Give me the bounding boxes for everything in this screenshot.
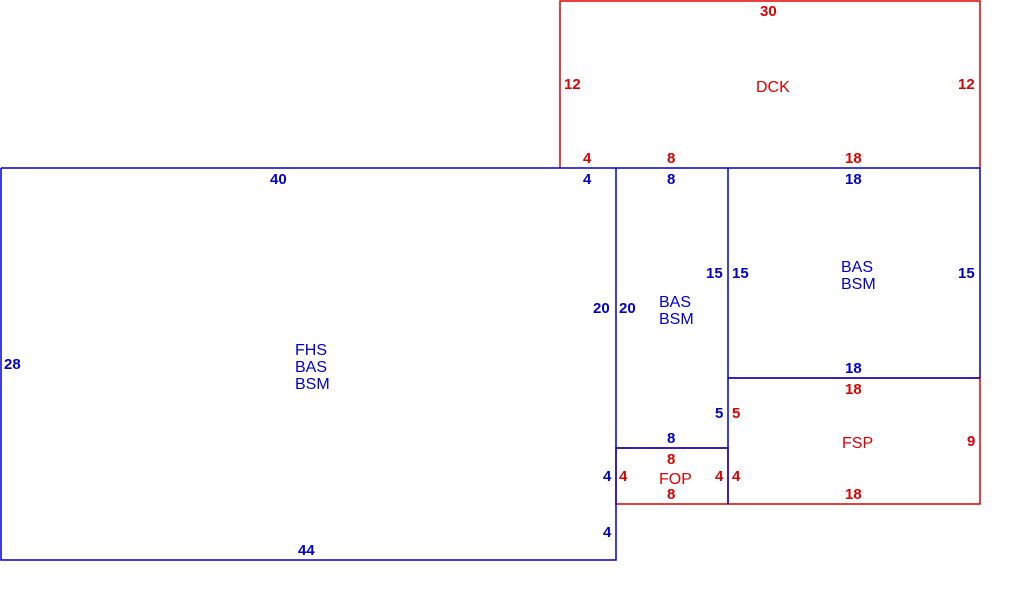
dim-fsp-top: 18 [845, 381, 862, 398]
dim-right-right: 15 [958, 265, 975, 282]
right-area-label-1: BAS [841, 259, 873, 276]
dim-fsp-left-upper: 5 [732, 405, 740, 422]
dim-fop-left: 4 [619, 468, 628, 485]
dim-deck-right: 12 [958, 76, 975, 93]
dim-deck-bottom-b: 8 [667, 150, 675, 167]
dim-main-right-lower: 4 [603, 468, 612, 485]
open-porch-label: FOP [659, 471, 692, 488]
dim-fop-top: 8 [667, 451, 675, 468]
dim-right-top: 18 [845, 171, 862, 188]
dim-mid-right-lower: 5 [715, 405, 723, 422]
dim-deck-left: 12 [564, 76, 581, 93]
dim-fsp-bottom: 18 [845, 486, 862, 503]
dim-main-top: 40 [270, 171, 287, 188]
dim-fsp-right: 9 [967, 433, 975, 450]
mid-area-label-2: BSM [659, 311, 694, 328]
mid-area-label-1: BAS [659, 294, 691, 311]
right-area-label-2: BSM [841, 276, 876, 293]
deck-area [559, 0, 981, 168]
deck-label: DCK [756, 79, 790, 96]
dim-main-bottom: 44 [298, 542, 315, 559]
dim-right-bottom: 18 [845, 360, 862, 377]
dim-mid-bottom: 8 [667, 430, 675, 447]
dim-fsp-left-lower: 4 [732, 468, 741, 485]
dim-mid-top: 8 [667, 171, 675, 188]
main-area-label-3: BSM [295, 376, 330, 393]
dim-main-left: 28 [4, 356, 21, 373]
dim-mid-left: 20 [619, 300, 636, 317]
main-area-label-2: BAS [295, 359, 327, 376]
dim-main-right-upper: 20 [593, 300, 610, 317]
main-outline [0, 168, 617, 561]
dim-fop-bottom: 8 [667, 486, 675, 503]
dim-deck-bottom-a: 4 [583, 150, 592, 167]
deck-outline [559, 0, 981, 168]
dim-main-top-jog: 4 [583, 171, 592, 188]
living-areas [0, 167, 981, 561]
dim-deck-top: 30 [760, 3, 777, 20]
dim-mid-right: 15 [706, 265, 723, 282]
dim-fop-right: 4 [715, 468, 724, 485]
main-area-label-1: FHS [295, 342, 327, 359]
dim-deck-bottom-c: 18 [845, 150, 862, 167]
dim-main-right-jog: 4 [603, 524, 612, 541]
dim-right-left: 15 [732, 265, 749, 282]
screened-porch-label: FSP [842, 435, 873, 452]
